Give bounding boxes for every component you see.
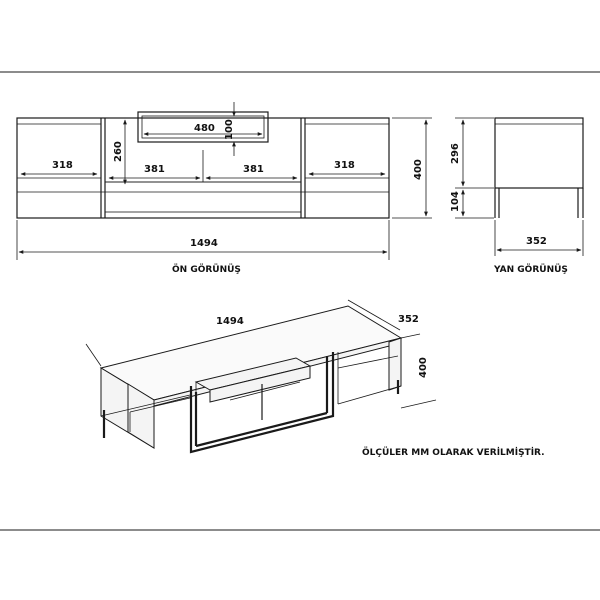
iso-right-shelf	[337, 355, 399, 369]
front-top-open-box	[137, 111, 269, 143]
iso-ext-400-bottom	[400, 399, 437, 409]
iso-metal-frame-bottom	[195, 411, 328, 448]
front-outer-frame	[16, 117, 390, 219]
dim-left-318: 318	[52, 160, 73, 171]
perspective-view: 1494 352 400	[85, 299, 437, 454]
dim-top-480: 480	[194, 123, 215, 134]
dim-total-1494: 1494	[190, 238, 218, 249]
front-view: 318 318 381 381 480 100 260 1494 400 ÖN …	[16, 102, 432, 275]
iso-dim-400: 400	[418, 357, 429, 378]
front-view-caption: ÖN GÖRÜNÜŞ	[172, 264, 241, 275]
iso-left-shelf	[129, 397, 191, 413]
iso-ext-1494-left	[85, 343, 102, 367]
iso-center-box-front	[209, 365, 311, 403]
iso-dim-352: 352	[398, 314, 419, 325]
iso-dim-1494: 1494	[216, 316, 244, 327]
dim-total-400: 400	[413, 159, 424, 180]
dim-center-left-381: 381	[144, 164, 165, 175]
dim-right-318: 318	[334, 160, 355, 171]
side-view: 296 104 352 YAN GÖRÜNÜŞ	[450, 117, 584, 275]
iso-center-shelf	[229, 381, 301, 401]
dim-side-104: 104	[450, 191, 461, 212]
iso-metal-frame-front	[189, 352, 335, 454]
dim-side-352: 352	[526, 236, 547, 247]
dim-inner-260: 260	[113, 141, 124, 162]
dim-side-296: 296	[450, 143, 461, 164]
dim-center-right-381: 381	[243, 164, 264, 175]
front-center-lower-bay	[104, 181, 302, 213]
front-top-open-box-inner	[141, 115, 265, 139]
iso-ext-352	[347, 299, 401, 331]
iso-right-end-panel	[388, 337, 402, 391]
iso-right-bottom	[337, 385, 402, 405]
iso-left-cabinet-front	[127, 383, 155, 449]
dim-top-100: 100	[224, 119, 235, 140]
iso-back-edge	[100, 394, 191, 417]
side-body	[494, 117, 584, 189]
units-note: ÖLÇÜLER MM OLARAK VERİLMİŞTİR.	[362, 447, 545, 458]
side-view-caption: YAN GÖRÜNÜŞ	[493, 264, 568, 275]
iso-ext-400-top	[400, 333, 421, 339]
